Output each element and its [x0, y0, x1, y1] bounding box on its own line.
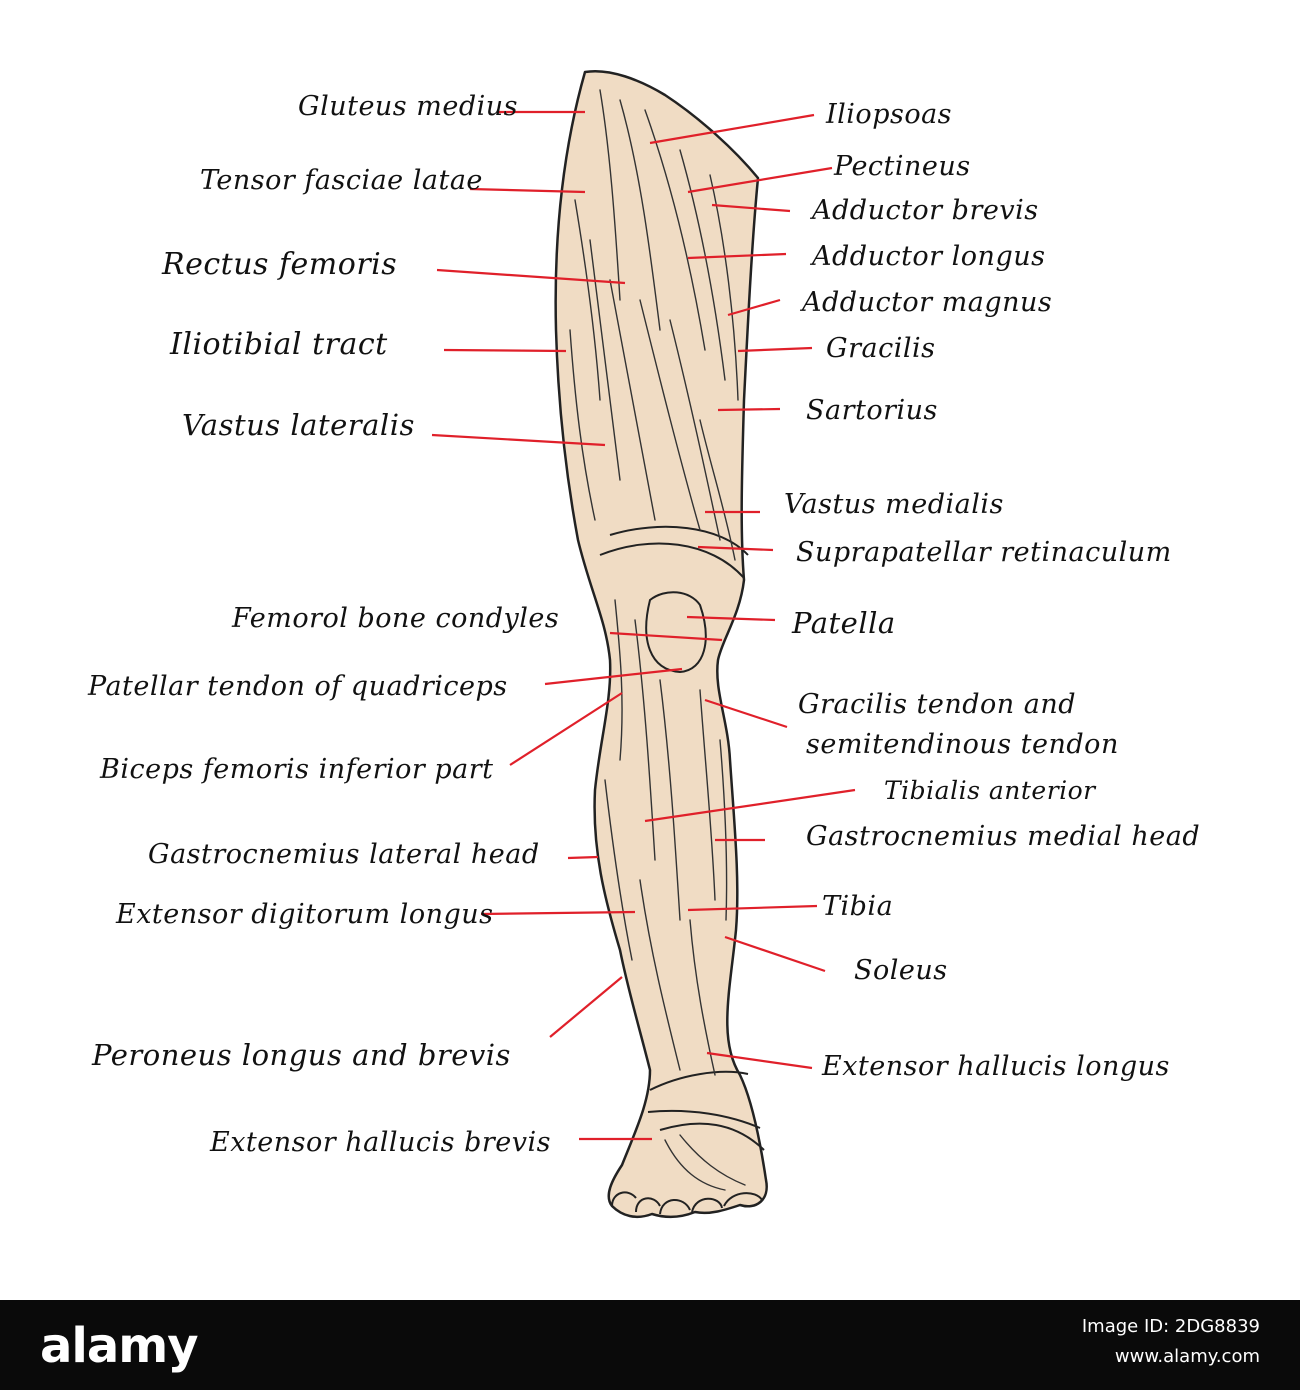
- label-patella: Patella: [792, 606, 896, 640]
- label-patellar-tendon: Patellar tendon of quadriceps: [88, 671, 508, 702]
- leader-lines-left: [431, 110, 723, 1141]
- brand-logo[interactable]: alamy: [40, 1318, 199, 1374]
- label-vastus-medialis: Vastus medialis: [784, 489, 1004, 520]
- ankle-band: [647, 1070, 765, 1151]
- label-tibia: Tibia: [822, 891, 894, 922]
- label-rectus-femoris: Rectus femoris: [162, 247, 398, 282]
- label-gracilis-tendon-line2: semitendinous tendon: [806, 729, 1119, 760]
- anatomy-diagram: Gluteus medius Tensor fasciae latae Rect…: [88, 70, 1201, 1218]
- label-femoral-bone-condyles: Femorol bone condyles: [232, 603, 560, 634]
- label-gluteus-medius: Gluteus medius: [298, 91, 518, 122]
- label-suprapatellar-retinaculum: Suprapatellar retinaculum: [796, 537, 1172, 568]
- label-gastrocnemius-lateral: Gastrocnemius lateral head: [148, 839, 540, 870]
- label-sartorius: Sartorius: [806, 395, 938, 426]
- suprapatellar-band: [599, 525, 749, 579]
- image-info: Image ID: 2DG8839 www.alamy.com: [1082, 1312, 1260, 1372]
- image-id: Image ID: 2DG8839: [1081, 1316, 1260, 1337]
- label-iliopsoas: Iliopsoas: [826, 99, 953, 130]
- label-iliotibial-tract: Iliotibial tract: [170, 327, 388, 362]
- label-extensor-hallucis-brevis: Extensor hallucis brevis: [210, 1127, 552, 1158]
- label-gracilis: Gracilis: [826, 333, 936, 364]
- leg-silhouette: [554, 70, 768, 1218]
- label-tensor-fasciae-latae: Tensor fasciae latae: [200, 165, 483, 196]
- label-tibialis-anterior: Tibialis anterior: [884, 776, 1096, 805]
- label-soleus: Soleus: [854, 955, 948, 986]
- watermark-footer: alamy Image ID: 2DG8839 www.alamy.com: [0, 1300, 1300, 1390]
- label-adductor-longus: Adductor longus: [812, 241, 1046, 272]
- label-gastrocnemius-medial: Gastrocnemius medial head: [806, 821, 1201, 852]
- label-adductor-brevis: Adductor brevis: [812, 195, 1039, 226]
- label-extensor-hallucis-longus: Extensor hallucis longus: [822, 1051, 1170, 1082]
- label-biceps-femoris: Biceps femoris inferior part: [100, 754, 494, 785]
- label-extensor-digitorum: Extensor digitorum longus: [116, 899, 494, 930]
- label-pectineus: Pectineus: [834, 151, 971, 182]
- label-vastus-lateralis: Vastus lateralis: [182, 408, 415, 442]
- leader-lines-right: [644, 113, 856, 1070]
- toes: [611, 1191, 763, 1215]
- leg-muscles-illustration: [431, 70, 856, 1218]
- label-gracilis-tendon-line1: Gracilis tendon and: [798, 689, 1077, 720]
- muscle-fibers: [569, 89, 746, 1191]
- label-peroneus: Peroneus longus and brevis: [92, 1038, 511, 1072]
- label-adductor-magnus: Adductor magnus: [802, 287, 1053, 318]
- patella-outline: [645, 591, 707, 674]
- site-url[interactable]: www.alamy.com: [1114, 1346, 1260, 1367]
